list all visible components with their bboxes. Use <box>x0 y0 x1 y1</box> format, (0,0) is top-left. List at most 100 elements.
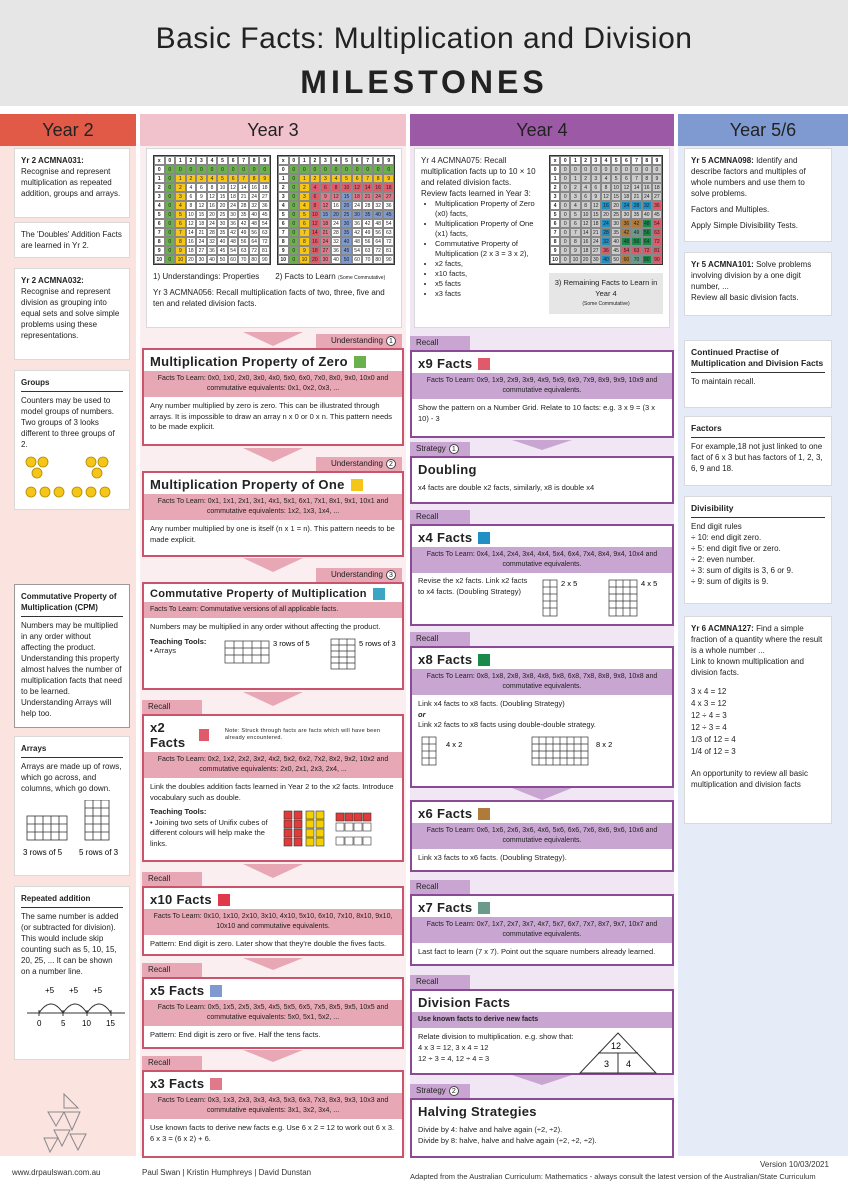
y2-cpm-text: Numbers may be multiplied in any order w… <box>21 621 122 718</box>
divy-1: ÷ 10: end digit zero. <box>691 533 762 542</box>
grid-cell: 14 <box>580 228 591 237</box>
grid-cell: 40 <box>341 237 352 246</box>
y3-caption-2b: (Some Commutative) <box>338 275 386 281</box>
grid-cell: 27 <box>383 192 394 201</box>
tag-strategy-1-label: Strategy <box>416 444 446 453</box>
one-square-icon <box>350 478 363 491</box>
grid-cell: 1 <box>550 174 561 183</box>
x9-square-icon <box>478 357 491 370</box>
grid-cell: 60 <box>227 255 239 264</box>
grid-cell: 18 <box>651 183 662 192</box>
grid-cell: 0 <box>341 165 352 174</box>
grid-cell: 48 <box>641 219 652 228</box>
grid-cell: 30 <box>351 210 363 219</box>
x5-ftl: Facts To Learn: 0x5, 1x5, 2x5, 3x5, 4x5,… <box>144 1000 402 1026</box>
grid-cell: 12 <box>320 201 331 210</box>
grid-cell: 42 <box>351 228 363 237</box>
grid-cell: 7 <box>278 228 289 237</box>
footer-site[interactable]: www.drpaulswan.com.au <box>12 1168 101 1177</box>
unifix-cube <box>305 837 315 847</box>
grid-cell: 10 <box>154 255 165 264</box>
sec-x9: x9 Facts Facts To Learn: 0x9, 1x9, 2x9, … <box>410 350 674 438</box>
y56-divy-title: Divisibility <box>691 503 734 513</box>
tag-recall-x9: Recall <box>410 336 470 350</box>
arrow-6 <box>243 958 303 970</box>
eq-3: 12 ÷ 3 = 4 <box>691 723 727 732</box>
grid-cell: 0 <box>560 237 571 246</box>
grid-cell: 8 <box>641 156 652 165</box>
grid-cell: 2 <box>309 156 321 165</box>
grid-cell: 0 <box>288 156 300 165</box>
grid-cell: 0 <box>288 183 300 192</box>
grid-cell: 18 <box>309 246 321 255</box>
y2-acmna031: Yr 2 ACMNA031: Recognise and represent m… <box>14 148 130 218</box>
grid-cell: 10 <box>570 255 581 264</box>
division-body-3: 12 ÷ 3 = 4, 12 ÷ 4 = 3 <box>418 1054 490 1063</box>
grid-cell: 5 <box>611 174 622 183</box>
col-year3: Year 3 <box>140 114 406 146</box>
logo-icon <box>43 1092 87 1154</box>
y5-fm: Factors and Multiples. <box>691 205 770 214</box>
unifix-cube <box>362 836 372 846</box>
sec-comm: Commutative Property of Multiplication F… <box>142 582 404 690</box>
y2-arrays-title: Arrays <box>21 744 47 753</box>
grid-cell: 6 <box>621 156 632 165</box>
grid-cell: 24 <box>372 192 384 201</box>
grid-cell: 4 <box>570 201 581 210</box>
y4-list-3: x2 facts, <box>435 259 543 269</box>
grid-cell: 0 <box>164 201 176 210</box>
grid-cell: 6 <box>320 183 331 192</box>
unifix-cube <box>362 812 372 822</box>
grid-cell: 63 <box>238 246 249 255</box>
grid-cell: 35 <box>362 210 373 219</box>
grid-cell: 40 <box>372 210 384 219</box>
grid-cell: 0 <box>164 165 176 174</box>
divy-3: ÷ 2: even number. <box>691 555 755 564</box>
number-line: +5 +5 +5 0 5 10 15 <box>27 986 125 1028</box>
grid-cell: 0 <box>288 255 300 264</box>
grid-cell: 20 <box>580 255 591 264</box>
num-2: 2 <box>386 459 396 469</box>
grid-cell: 0 <box>164 246 176 255</box>
grid-cell: 70 <box>362 255 373 264</box>
grid-cell: 15 <box>196 210 207 219</box>
grid-cell: 3 <box>320 156 331 165</box>
grid-cell: 1 <box>570 156 581 165</box>
grid-cell: 20 <box>611 201 622 210</box>
y5-acmna098: Yr 5 ACMNA098: Identify and describe fac… <box>684 148 832 242</box>
arrow-y4-3 <box>512 1075 572 1085</box>
grid-cell: 5 <box>570 210 581 219</box>
grid-cell: 48 <box>248 219 260 228</box>
grid-cell: 16 <box>206 201 218 210</box>
fact-triangle: 12 3 4 <box>578 1032 658 1074</box>
y2-acmna032-text: Recognise and represent division as grou… <box>21 287 120 340</box>
grid-cell: 14 <box>631 183 642 192</box>
grid-cell: 70 <box>631 255 642 264</box>
grid-cell: 7 <box>631 156 642 165</box>
y2-doubles-text: The 'Doubles' Addition Facts are learned… <box>21 230 122 250</box>
grid-cell: 36 <box>621 219 632 228</box>
grid-cell: x <box>154 156 165 165</box>
grid-cell: 16 <box>248 183 260 192</box>
grid-cell: 9 <box>651 174 662 183</box>
halving-title: Halving Strategies <box>418 1104 537 1119</box>
y2-groups-title: Groups <box>21 378 50 387</box>
grid-cell: 0 <box>154 165 165 174</box>
grid-cell: 10 <box>299 255 310 264</box>
x7-title: x7 Facts <box>418 900 473 915</box>
grid-cell: 8 <box>175 237 186 246</box>
grid-cell: 54 <box>621 246 632 255</box>
grid-cell: 42 <box>238 219 249 228</box>
grid-cell: 0 <box>611 165 622 174</box>
grid-cell: 3 <box>154 192 165 201</box>
sec-x10: x10 Facts Facts To Learn: 0x10, 1x10, 2x… <box>142 886 404 956</box>
grid-cell: 2 <box>185 174 197 183</box>
unifix-cube <box>353 812 363 822</box>
sec-doubling: Doubling x4 facts are double x2 facts, s… <box>410 456 674 504</box>
grid-cell: 0 <box>259 165 270 174</box>
nl-10: 10 <box>82 1019 91 1028</box>
grid-cell: 3 <box>196 156 207 165</box>
grid-cell: 56 <box>248 228 260 237</box>
